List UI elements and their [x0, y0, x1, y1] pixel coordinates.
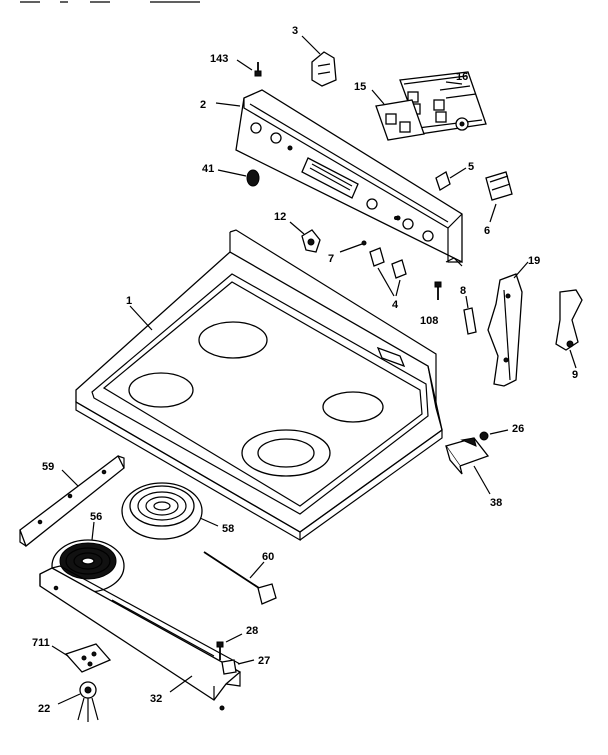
callout-3: 3: [292, 25, 298, 37]
part-60-sensor: [203, 551, 277, 605]
part-9-hinge: [555, 289, 583, 369]
part-38-housing: [444, 437, 491, 495]
callout-32: 32: [150, 693, 162, 705]
callout-711: 711: [32, 637, 50, 649]
part-2-backsplash: [215, 89, 463, 267]
callout-108: 108: [420, 315, 438, 327]
callout-27: 27: [258, 655, 270, 667]
part-26-button: [479, 429, 509, 441]
callout-28: 28: [246, 625, 258, 637]
part-22-receptacle: [57, 681, 99, 722]
callout-12: 12: [274, 211, 286, 223]
part-19-side-bracket: [487, 261, 529, 387]
part-1-cooktop: [75, 229, 443, 542]
part-15-overlay: [371, 89, 425, 141]
part-32-burner-box: [39, 565, 242, 711]
callout-60: 60: [262, 551, 274, 563]
callout-1: 1: [126, 295, 132, 307]
part-12-bezel: [289, 221, 321, 253]
part-59-channel: [19, 455, 125, 548]
callout-26: 26: [512, 423, 524, 435]
callout-143: 143: [210, 53, 228, 65]
part-7-screw: [339, 240, 367, 253]
callout-59: 59: [42, 461, 54, 473]
part-3-bracket: [301, 35, 337, 87]
part-41-knob: [217, 169, 260, 187]
callout-9: 9: [572, 369, 578, 381]
callout-6: 6: [484, 225, 490, 237]
callout-58: 58: [222, 523, 234, 535]
callout-56: 56: [90, 511, 102, 523]
part-6-switch: [485, 171, 513, 223]
part-16-control-board: [399, 71, 487, 135]
part-8-clip: [463, 295, 477, 335]
callout-22: 22: [38, 703, 50, 715]
callout-labels: 3 143 16 2 15 41 5 6 12 7 19 4 8 108 1 9…: [32, 25, 578, 715]
callout-2: 2: [200, 99, 206, 111]
callout-8: 8: [460, 285, 466, 297]
callout-41: 41: [202, 163, 214, 175]
callout-15: 15: [354, 81, 366, 93]
callout-5: 5: [468, 161, 474, 173]
part-143-screw: [236, 59, 262, 77]
callout-38: 38: [490, 497, 502, 509]
part-711-terminal-block: [51, 643, 112, 673]
part-108-screw: [434, 281, 442, 300]
part-4-bezels: [369, 247, 407, 297]
part-58-burner: [121, 482, 219, 540]
callout-19: 19: [528, 255, 540, 267]
part-5-clip: [435, 167, 467, 191]
part-28-screw: [216, 633, 243, 660]
callout-7: 7: [328, 253, 334, 265]
part-27-clip: [221, 659, 255, 675]
callout-4: 4: [392, 299, 399, 311]
callout-16: 16: [456, 71, 468, 83]
